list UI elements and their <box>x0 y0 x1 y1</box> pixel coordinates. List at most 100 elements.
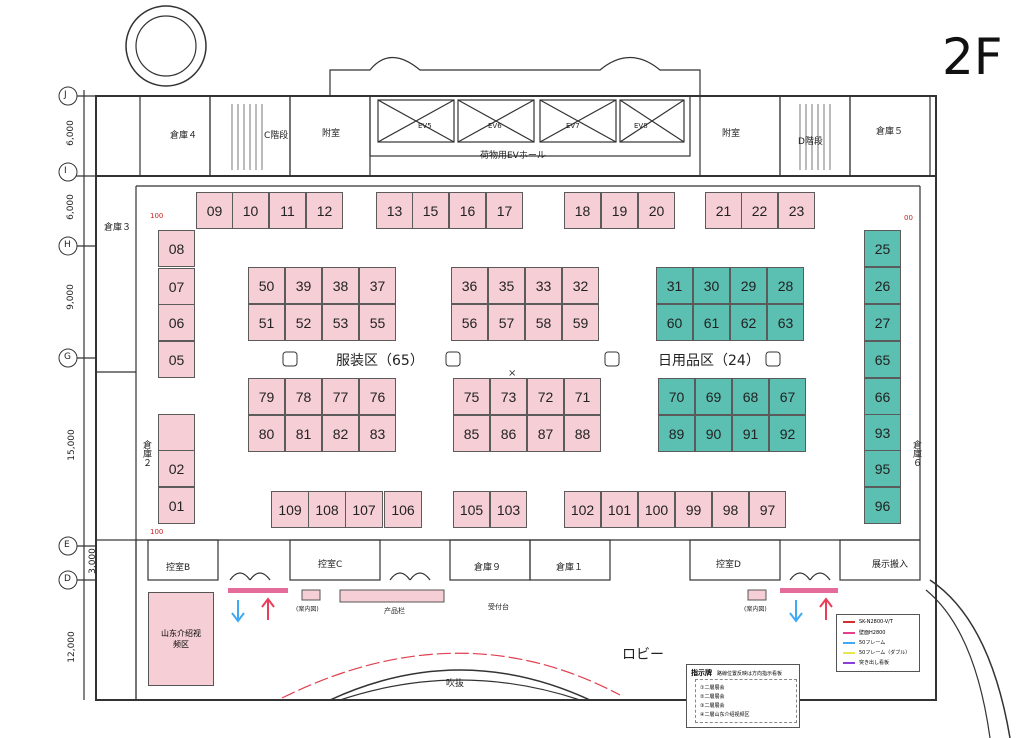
booth-37[interactable]: 37 <box>359 267 396 304</box>
booth-96[interactable]: 96 <box>864 487 901 524</box>
booth-empty[interactable] <box>158 414 195 451</box>
booth-91[interactable]: 91 <box>732 415 769 452</box>
booth-99[interactable]: 99 <box>675 491 712 528</box>
booth-107[interactable]: 107 <box>345 491 383 528</box>
booth-57[interactable]: 57 <box>488 304 525 341</box>
booth-18[interactable]: 18 <box>564 192 601 229</box>
booth-28[interactable]: 28 <box>767 267 804 304</box>
booth-29[interactable]: 29 <box>730 267 767 304</box>
booth-108[interactable]: 108 <box>308 491 346 528</box>
booth-105[interactable]: 105 <box>453 491 490 528</box>
booth-25[interactable]: 25 <box>864 230 901 267</box>
booth-20[interactable]: 20 <box>638 192 675 229</box>
booth-38[interactable]: 38 <box>322 267 359 304</box>
booth-70[interactable]: 70 <box>658 378 695 415</box>
booth-36[interactable]: 36 <box>451 267 488 304</box>
booth-21[interactable]: 21 <box>705 192 742 229</box>
booth-23[interactable]: 23 <box>778 192 815 229</box>
booth-82[interactable]: 82 <box>322 415 359 452</box>
booth-30[interactable]: 30 <box>693 267 730 304</box>
video-area[interactable]: 山东介绍视频区 <box>148 592 214 686</box>
booth-63[interactable]: 63 <box>767 304 804 341</box>
booth-51[interactable]: 51 <box>248 304 285 341</box>
booth-86[interactable]: 86 <box>490 415 527 452</box>
booth-35[interactable]: 35 <box>488 267 525 304</box>
booth-76[interactable]: 76 <box>359 378 396 415</box>
booth-92[interactable]: 92 <box>769 415 806 452</box>
axis-j-label: J <box>64 90 67 100</box>
booth-100[interactable]: 100 <box>638 491 675 528</box>
booth-08[interactable]: 08 <box>158 230 195 267</box>
booth-90[interactable]: 90 <box>695 415 732 452</box>
booth-56[interactable]: 56 <box>451 304 488 341</box>
booth-10[interactable]: 10 <box>232 192 269 229</box>
booth-19[interactable]: 19 <box>601 192 638 229</box>
booth-81[interactable]: 81 <box>285 415 322 452</box>
booth-62[interactable]: 62 <box>730 304 767 341</box>
booth-02[interactable]: 02 <box>158 450 195 487</box>
booth-89[interactable]: 89 <box>658 415 695 452</box>
booth-75[interactable]: 75 <box>453 378 490 415</box>
booth-78[interactable]: 78 <box>285 378 322 415</box>
sign-box-title: 指示牌 <box>691 669 712 677</box>
booth-31[interactable]: 31 <box>656 267 693 304</box>
booth-26[interactable]: 26 <box>864 267 901 304</box>
booth-87[interactable]: 87 <box>527 415 564 452</box>
booth-97[interactable]: 97 <box>749 491 786 528</box>
booth-17[interactable]: 17 <box>486 192 523 229</box>
booth-83[interactable]: 83 <box>359 415 396 452</box>
booth-109[interactable]: 109 <box>271 491 309 528</box>
booth-53[interactable]: 53 <box>322 304 359 341</box>
booth-09[interactable]: 09 <box>196 192 233 229</box>
booth-11[interactable]: 11 <box>269 192 306 229</box>
booth-12[interactable]: 12 <box>306 192 343 229</box>
room-label: 控室B <box>166 563 191 573</box>
booth-07[interactable]: 07 <box>158 268 195 305</box>
booth-69[interactable]: 69 <box>695 378 732 415</box>
booth-66[interactable]: 66 <box>864 378 901 415</box>
booth-59[interactable]: 59 <box>562 304 599 341</box>
booth-71[interactable]: 71 <box>564 378 601 415</box>
booth-72[interactable]: 72 <box>527 378 564 415</box>
booth-50[interactable]: 50 <box>248 267 285 304</box>
booth-102[interactable]: 102 <box>564 491 601 528</box>
booth-101[interactable]: 101 <box>601 491 638 528</box>
booth-27[interactable]: 27 <box>864 304 901 341</box>
booth-98[interactable]: 98 <box>712 491 749 528</box>
dimension-label: 6,000 <box>65 194 76 220</box>
booth-77[interactable]: 77 <box>322 378 359 415</box>
booth-95[interactable]: 95 <box>864 450 901 487</box>
booth-67[interactable]: 67 <box>769 378 806 415</box>
booth-68[interactable]: 68 <box>732 378 769 415</box>
booth-79[interactable]: 79 <box>248 378 285 415</box>
booth-33[interactable]: 33 <box>525 267 562 304</box>
booth-93[interactable]: 93 <box>864 414 901 451</box>
booth-06[interactable]: 06 <box>158 304 195 341</box>
booth-85[interactable]: 85 <box>453 415 490 452</box>
booth-22[interactable]: 22 <box>741 192 778 229</box>
booth-55[interactable]: 55 <box>359 304 396 341</box>
room-label: 附室 <box>322 129 341 139</box>
booth-39[interactable]: 39 <box>285 267 322 304</box>
booth-13[interactable]: 13 <box>376 192 413 229</box>
booth-60[interactable]: 60 <box>656 304 693 341</box>
booth-88[interactable]: 88 <box>564 415 601 452</box>
sign-box-item: ④二層山东介绍视频区 <box>700 712 750 718</box>
room-label: 控室D <box>716 560 741 570</box>
booth-103[interactable]: 103 <box>490 491 527 528</box>
booth-05[interactable]: 05 <box>158 341 195 378</box>
booth-52[interactable]: 52 <box>285 304 322 341</box>
booth-106[interactable]: 106 <box>384 491 422 528</box>
booth-61[interactable]: 61 <box>693 304 730 341</box>
booth-01[interactable]: 01 <box>158 487 195 524</box>
booth-73[interactable]: 73 <box>490 378 527 415</box>
legend-item-label: 50フレーム <box>859 640 886 646</box>
booth-65[interactable]: 65 <box>864 341 901 378</box>
legend-item: 壁面H2800 <box>843 629 886 636</box>
booth-32[interactable]: 32 <box>562 267 599 304</box>
legend-item: 50フレーム（ダブル） <box>843 649 910 656</box>
booth-58[interactable]: 58 <box>525 304 562 341</box>
booth-80[interactable]: 80 <box>248 415 285 452</box>
booth-15[interactable]: 15 <box>412 192 449 229</box>
booth-16[interactable]: 16 <box>449 192 486 229</box>
